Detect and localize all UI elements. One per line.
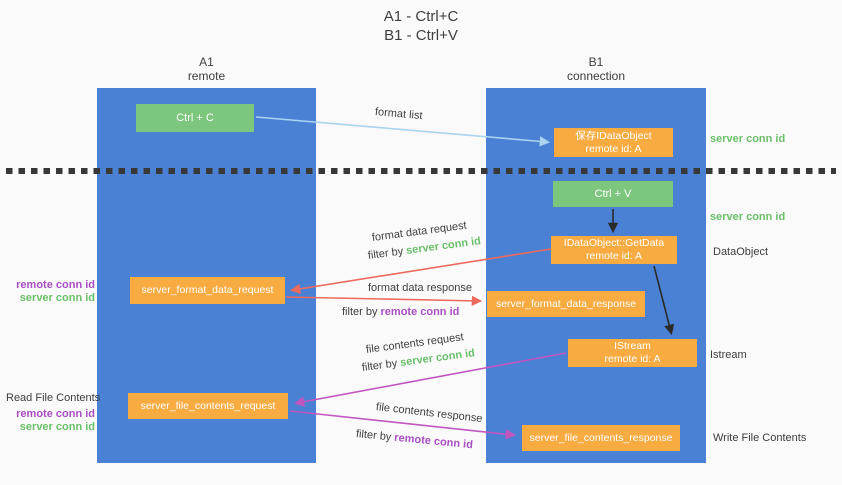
node-idataobject-getdata-line2: remote id: A — [585, 250, 643, 262]
remote-conn-id-text: remote conn id — [380, 306, 460, 318]
left-server-conn-id-1: server conn id — [19, 292, 95, 304]
node-server-format-data-response: server_format_data_response — [487, 291, 645, 317]
node-server-file-contents-request: server_file_contents_request — [128, 393, 288, 419]
diagram-title: A1 - Ctrl+C B1 - Ctrl+V — [0, 7, 842, 45]
node-server-format-data-request: server_format_data_request — [130, 277, 285, 304]
server-conn-id-text: server conn id — [399, 347, 476, 369]
right-label-server-conn-id-1: server conn id — [710, 133, 786, 145]
label-file-contents-response: file contents response — [375, 401, 484, 426]
node-ctrl-v: Ctrl + V — [553, 181, 673, 207]
node-server-file-contents-response: server_file_contents_response — [522, 425, 680, 451]
right-label-istream: Istream — [710, 349, 747, 361]
filter-by-text: filter by — [361, 357, 401, 374]
node-ctrl-c-label: Ctrl + C — [176, 111, 214, 124]
node-istream: IStream remote id: A — [568, 339, 697, 367]
node-save-idataobject-line2: remote id: A — [585, 142, 642, 155]
filter-by-text: filter by — [355, 428, 395, 444]
remote-conn-id-text: remote conn id — [393, 431, 474, 452]
label-filter-by-remote-conn-id-1: filter by remote conn id — [342, 306, 459, 318]
filter-by-text: filter by — [342, 306, 381, 318]
title-line-1: A1 - Ctrl+C — [383, 8, 459, 25]
left-server-conn-id-2: server conn id — [19, 421, 95, 433]
server-conn-id-text: server conn id — [405, 235, 482, 257]
left-label-conn-ids-upper: remote conn id server conn id — [0, 279, 95, 305]
node-istream-line1: IStream — [614, 340, 651, 352]
copy-paste-divider-line — [6, 168, 836, 174]
left-remote-conn-id-1: remote conn id — [16, 279, 95, 291]
filter-by-text: filter by — [367, 245, 407, 262]
lane-a1-title: A1 — [199, 55, 214, 69]
left-label-conn-ids-lower: remote conn id server conn id — [0, 408, 95, 434]
lane-header-a1: A1 remote — [97, 55, 316, 83]
lane-header-b1: B1 connection — [486, 55, 706, 83]
node-server-file-contents-request-label: server_file_contents_request — [140, 399, 276, 412]
lane-b1-title: B1 — [588, 55, 604, 69]
node-server-format-data-response-label: server_format_data_response — [495, 297, 637, 310]
right-label-server-conn-id-2: server conn id — [710, 211, 786, 223]
node-server-format-data-request-label: server_format_data_request — [141, 284, 274, 296]
node-idataobject-getdata: IDataObject::GetData remote id: A — [551, 236, 677, 264]
label-format-data-response: format data response — [368, 282, 472, 294]
lane-a1-subtitle: remote — [187, 69, 226, 83]
node-ctrl-v-label: Ctrl + V — [594, 187, 632, 200]
left-remote-conn-id-2: remote conn id — [16, 408, 95, 420]
lane-b1-subtitle: connection — [566, 69, 626, 83]
node-idataobject-getdata-line1: IDataObject::GetData — [563, 237, 665, 249]
label-filter-by-remote-conn-id-2: filter by remote conn id — [355, 428, 473, 451]
node-server-file-contents-response-label: server_file_contents_response — [529, 431, 673, 444]
left-label-read-file-contents: Read File Contents — [6, 392, 101, 404]
node-save-idataobject-line1: 保存IDataObject — [575, 129, 652, 142]
right-label-write-file-contents: Write File Contents — [713, 432, 807, 444]
right-label-dataobject: DataObject — [713, 246, 769, 258]
label-format-list: format list — [374, 106, 424, 123]
node-save-idataobject: 保存IDataObject remote id: A — [554, 128, 673, 157]
node-ctrl-c: Ctrl + C — [136, 104, 254, 132]
node-istream-line2: remote id: A — [604, 353, 661, 365]
title-line-2: B1 - Ctrl+V — [384, 27, 458, 44]
